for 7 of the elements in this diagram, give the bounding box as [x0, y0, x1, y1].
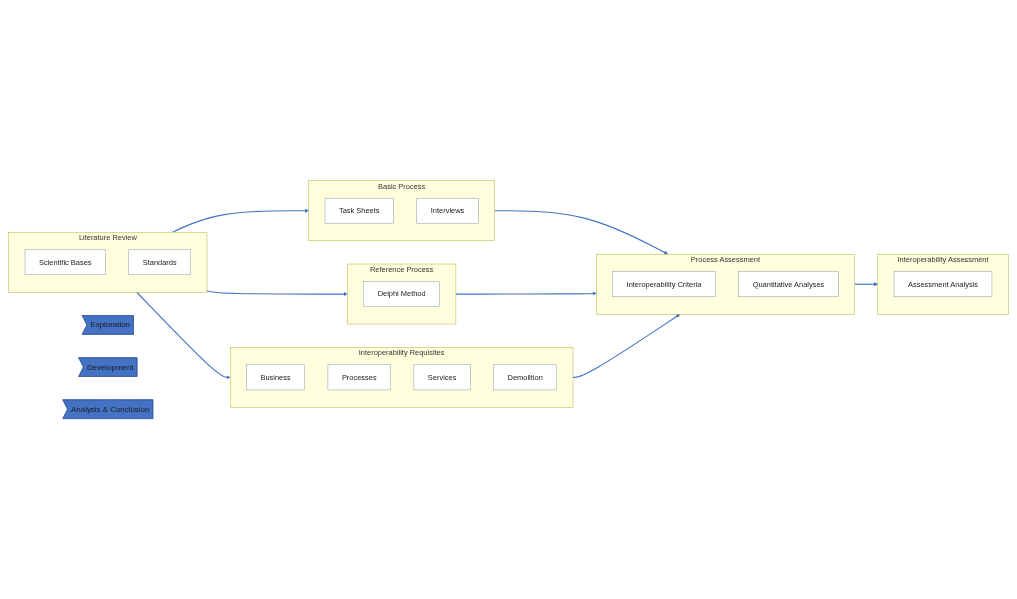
arrow: [136, 291, 231, 380]
arrow: [455, 291, 597, 296]
arrow: [206, 289, 348, 296]
arrow: [493, 210, 669, 255]
arrow: [171, 208, 309, 233]
arrow: [572, 313, 681, 378]
arrow: [853, 282, 878, 287]
